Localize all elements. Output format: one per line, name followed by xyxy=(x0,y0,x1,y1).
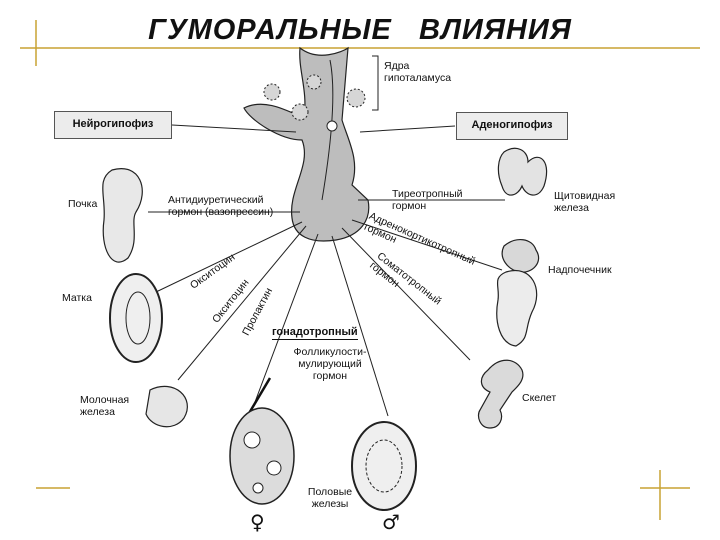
testis-illustration xyxy=(351,421,417,511)
kidney-illustration xyxy=(102,168,143,263)
kidney-label: Почка xyxy=(68,198,98,210)
hormone-arrows xyxy=(148,199,505,417)
hypothalamus-brace xyxy=(372,55,379,111)
bone-illustration xyxy=(477,359,524,429)
uterus-label: Матка xyxy=(62,292,92,304)
adrenal-illustration xyxy=(501,239,540,273)
adenohypophysis-box: Аденогипофиз xyxy=(456,112,568,140)
skeleton-label: Скелет xyxy=(522,392,557,404)
adenohypophysis-connector xyxy=(359,125,456,133)
gonadotropic-arrow xyxy=(246,377,272,416)
uterus-illustration xyxy=(109,273,163,363)
female-symbol: ♀ xyxy=(250,510,265,534)
adrenal-label: Надпочечник xyxy=(548,264,612,276)
pituitary-gland-illustration xyxy=(243,46,370,242)
slide-title: ГУМОРАЛЬНЫЕ ВЛИЯНИЯ xyxy=(148,14,572,46)
thyroid-illustration xyxy=(497,147,548,196)
mammary-illustration xyxy=(145,385,188,428)
neurohypophysis-box: Нейрогипофиз xyxy=(54,111,172,139)
male-symbol: ♂ xyxy=(382,510,400,534)
ovary-illustration xyxy=(229,407,295,505)
neurohypophysis-connector xyxy=(171,124,297,133)
gonadotropic-label: гонадотропный xyxy=(272,326,358,340)
